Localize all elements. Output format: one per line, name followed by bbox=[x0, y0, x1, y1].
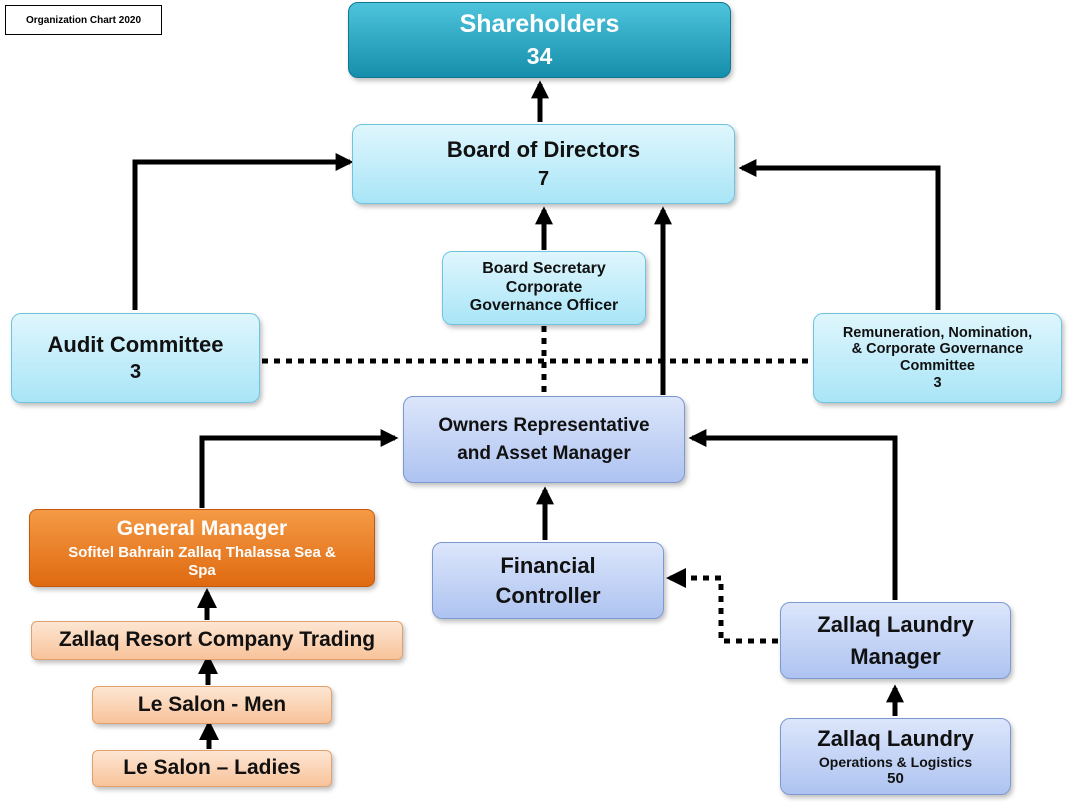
laundry-manager-line2: Manager bbox=[850, 643, 941, 669]
remuneration-line1: Remuneration, Nomination, bbox=[842, 324, 1033, 341]
financial-controller-node: Financial Controller bbox=[432, 542, 664, 619]
secretary-line1: Board Secretary bbox=[482, 260, 606, 278]
salon-ladies-label: Le Salon – Ladies bbox=[123, 756, 301, 780]
laundry-ops-count: 50 bbox=[887, 770, 904, 788]
board-label: Board of Directors bbox=[446, 137, 641, 163]
dotted-laundry-to-financial bbox=[666, 568, 778, 644]
gm-line3: Spa bbox=[188, 561, 216, 579]
salon-ladies-node: Le Salon – Ladies bbox=[92, 750, 332, 787]
laundry-ops-line2: Operations & Logistics bbox=[818, 753, 973, 770]
owners-representative-node: Owners Representative and Asset Manager bbox=[403, 396, 685, 483]
arrow-remuneration-to-board bbox=[738, 159, 941, 310]
gm-line2: Sofitel Bahrain Zallaq Thalassa Sea & bbox=[68, 544, 336, 562]
laundry-manager-node: Zallaq Laundry Manager bbox=[780, 602, 1011, 679]
shareholders-count: 34 bbox=[526, 43, 553, 70]
arrow-laundry-to-owners bbox=[688, 429, 898, 600]
salon-men-node: Le Salon - Men bbox=[92, 686, 332, 724]
owners-line2: and Asset Manager bbox=[457, 442, 631, 464]
laundry-ops-label: Zallaq Laundry bbox=[817, 725, 974, 751]
owners-line1: Owners Representative bbox=[438, 414, 650, 436]
resort-trading-label: Zallaq Resort Company Trading bbox=[58, 628, 376, 652]
remuneration-count: 3 bbox=[933, 374, 942, 391]
remuneration-committee-node: Remuneration, Nomination, & Corporate Go… bbox=[813, 313, 1062, 403]
financial-line1: Financial bbox=[500, 552, 596, 578]
shareholders-node: Shareholders 34 bbox=[348, 2, 731, 78]
board-of-directors-node: Board of Directors 7 bbox=[352, 124, 735, 204]
board-secretary-node: Board Secretary Corporate Governance Off… bbox=[442, 251, 646, 325]
secretary-line3: Governance Officer bbox=[469, 297, 619, 315]
salon-men-label: Le Salon - Men bbox=[137, 692, 287, 716]
shareholders-label: Shareholders bbox=[459, 10, 620, 39]
remuneration-line2: & Corporate Governance bbox=[851, 341, 1024, 358]
financial-line2: Controller bbox=[495, 583, 601, 608]
arrow-gm-to-owners bbox=[199, 429, 399, 508]
remuneration-line3: Committee bbox=[900, 358, 975, 374]
chart-title: Organization Chart 2020 bbox=[5, 5, 162, 35]
audit-count: 3 bbox=[129, 361, 142, 384]
audit-committee-node: Audit Committee 3 bbox=[11, 313, 260, 403]
arrow-audit-to-board bbox=[132, 153, 354, 310]
laundry-manager-line1: Zallaq Laundry bbox=[817, 612, 974, 638]
general-manager-node: General Manager Sofitel Bahrain Zallaq T… bbox=[29, 509, 375, 587]
resort-trading-node: Zallaq Resort Company Trading bbox=[31, 621, 403, 660]
laundry-operations-node: Zallaq Laundry Operations & Logistics 50 bbox=[780, 718, 1011, 795]
gm-label: General Manager bbox=[116, 517, 288, 541]
audit-label: Audit Committee bbox=[47, 331, 224, 357]
board-count: 7 bbox=[537, 167, 550, 190]
secretary-line2: Corporate bbox=[505, 278, 583, 296]
